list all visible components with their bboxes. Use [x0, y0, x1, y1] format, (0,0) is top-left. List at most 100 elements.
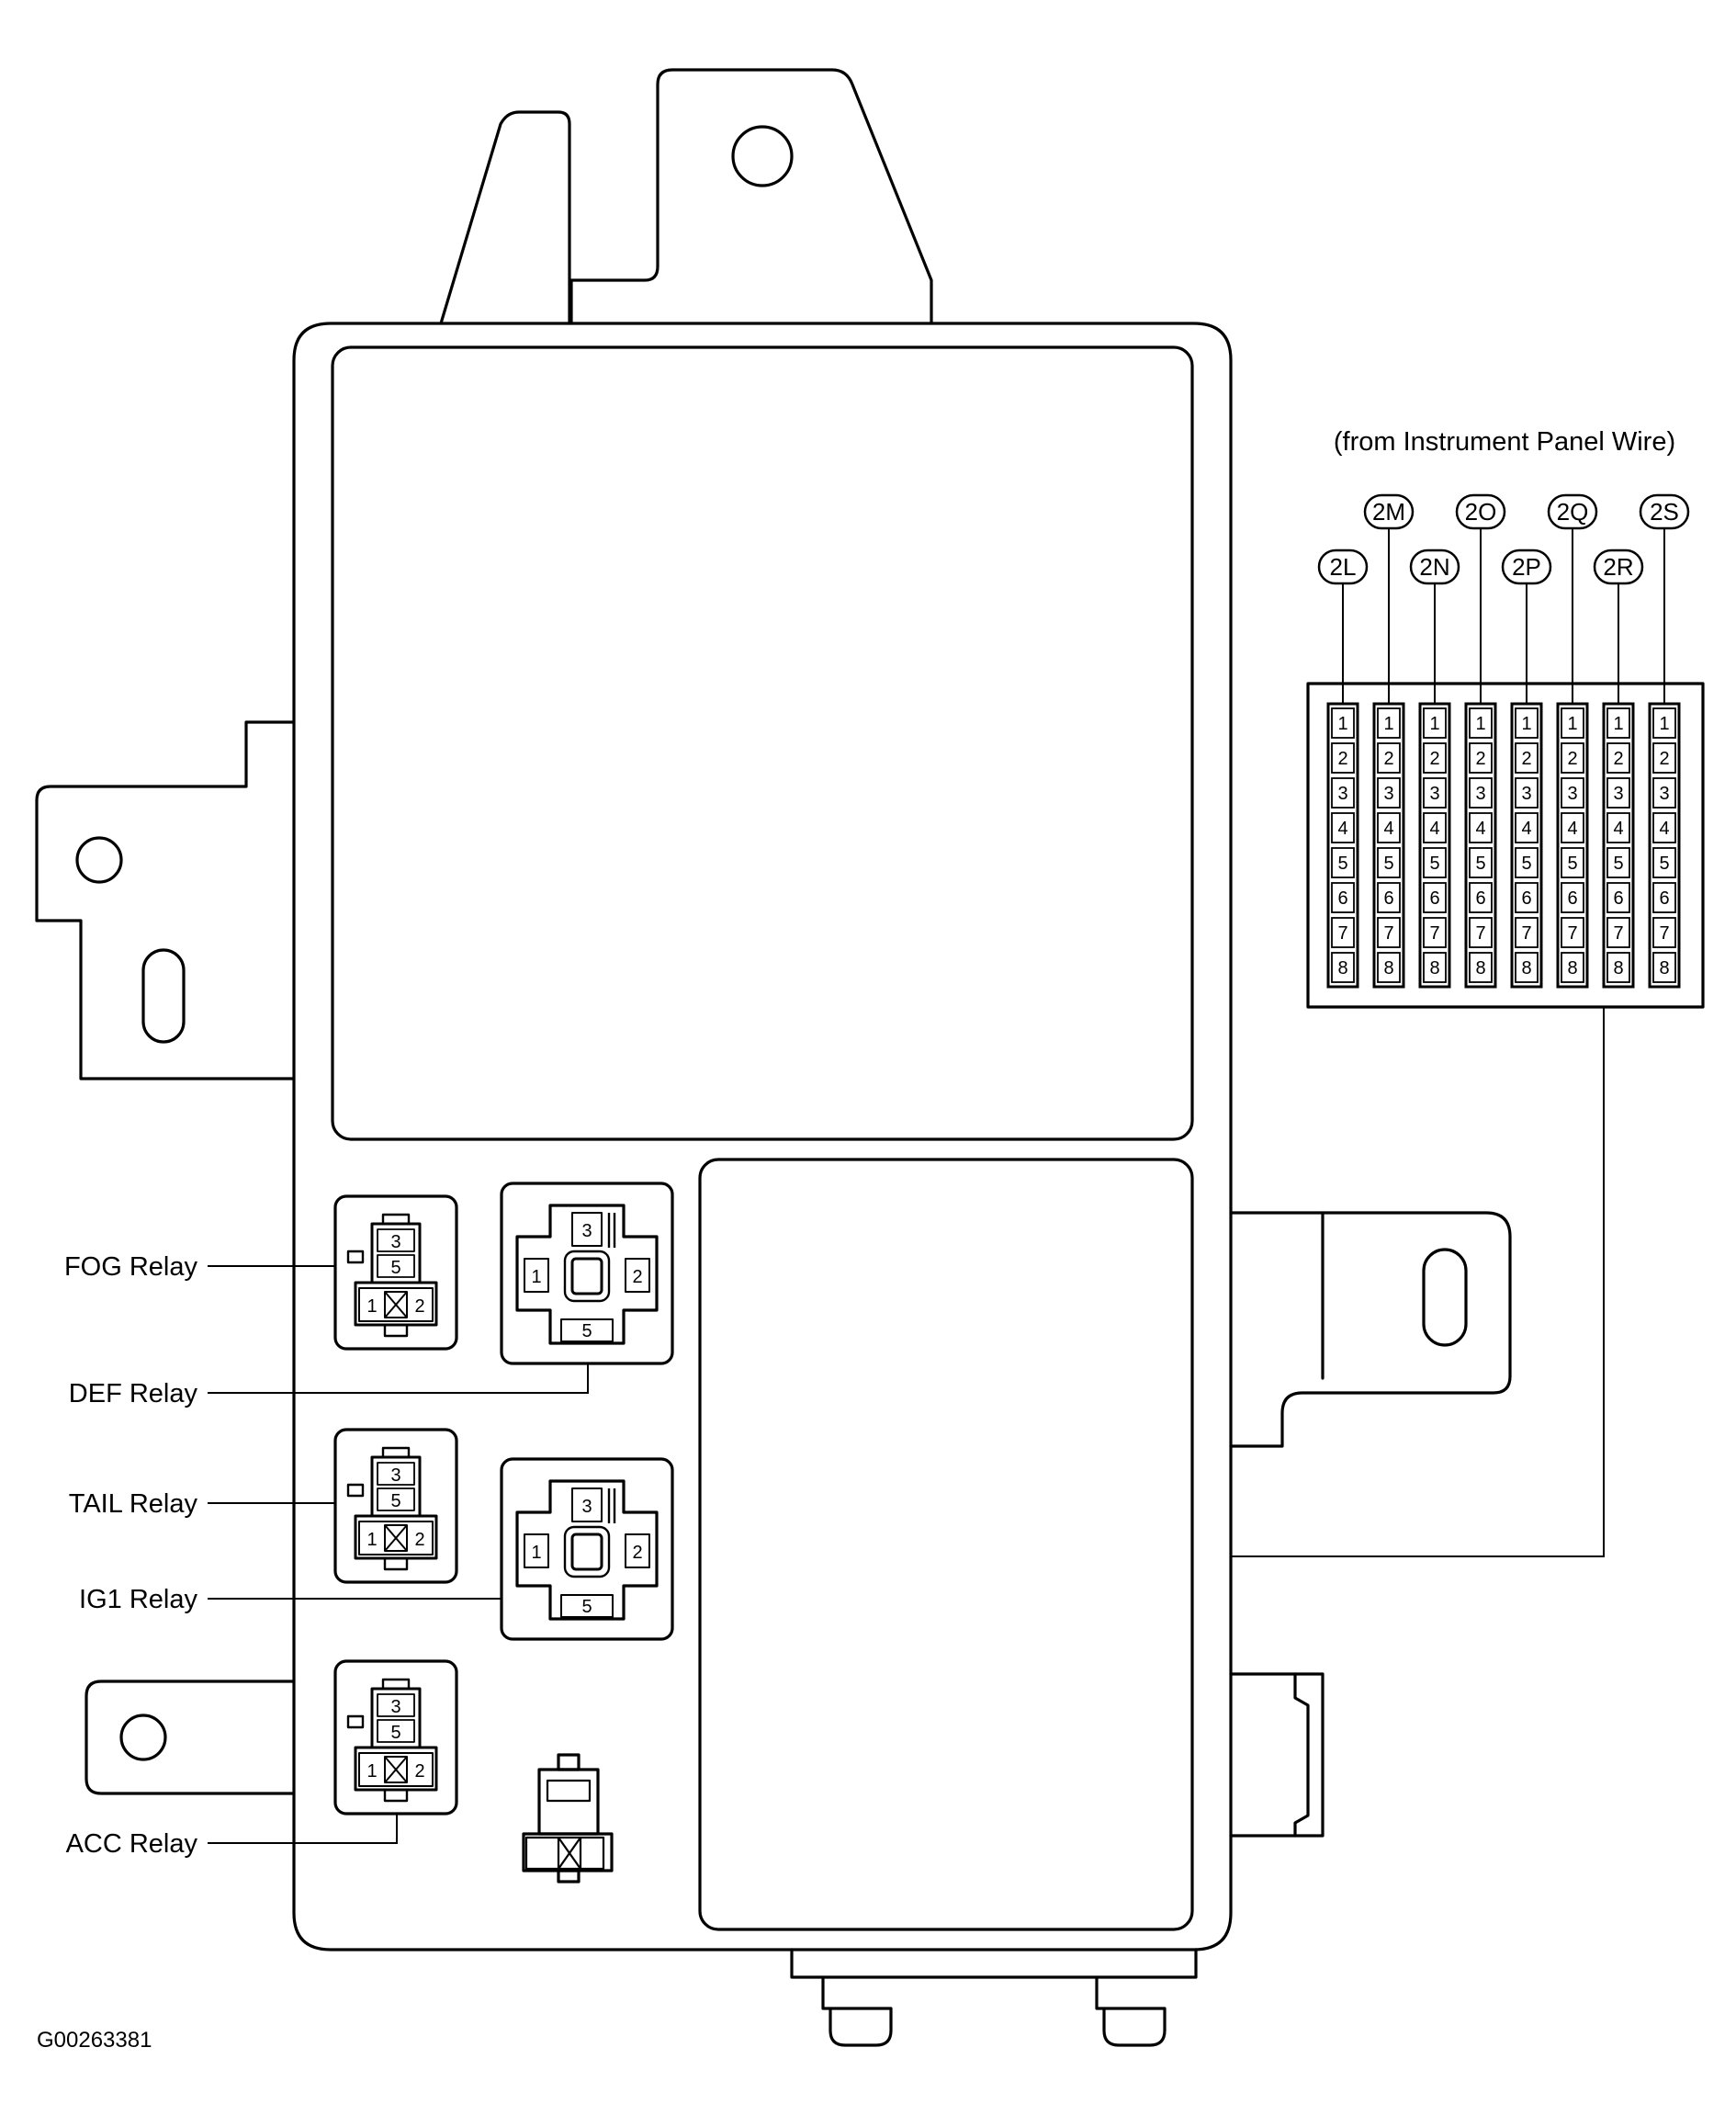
connector-pin-number: 1	[1429, 714, 1439, 734]
connector-pin-cell	[1423, 812, 1447, 843]
connector-pin-number: 4	[1659, 819, 1669, 839]
fog-relay-label: FOG Relay	[64, 1252, 198, 1282]
relay-pin-number: 5	[390, 1491, 400, 1511]
right-lower-clip	[1229, 1672, 1325, 1838]
connector-pin-cell	[1331, 952, 1355, 983]
connector-panel	[1306, 682, 1705, 1009]
connector-id-label: 2R	[1603, 553, 1633, 581]
connector-id-label: 2P	[1512, 553, 1541, 581]
connector-pin-number: 6	[1475, 888, 1485, 909]
connector-pin-number: 3	[1337, 784, 1347, 804]
connector-pin-cell	[1423, 777, 1447, 809]
connector-pin-cell	[1331, 917, 1355, 948]
relay-pin-number: 5	[581, 1321, 592, 1341]
connector-id-label: 2Q	[1557, 498, 1589, 526]
panel-to-block-leader	[1231, 1007, 1605, 1557]
relay-pin-number: 3	[390, 1232, 400, 1252]
connector-pin-cell	[1606, 882, 1630, 913]
connector-pin-cell	[1652, 812, 1676, 843]
connector-pin-cell	[1561, 917, 1584, 948]
connector-pin-number: 8	[1337, 958, 1347, 978]
connector-pin-number: 3	[1429, 784, 1439, 804]
connector-pin-number: 2	[1613, 749, 1623, 769]
relay-pin-number: 1	[531, 1267, 541, 1287]
relay-pin-number: 2	[632, 1543, 642, 1563]
relay-pin-number: 5	[390, 1258, 400, 1278]
connector-pin-number: 3	[1659, 784, 1669, 804]
connector-pin-cell	[1652, 742, 1676, 774]
connector-pin-cell	[1652, 952, 1676, 983]
connector-id-label: 2N	[1419, 553, 1449, 581]
connector-pin-number: 5	[1429, 854, 1439, 874]
connector-pin-number: 2	[1429, 749, 1439, 769]
relay-pin-number: 1	[366, 1761, 377, 1782]
connector-pin-cell	[1515, 742, 1539, 774]
connector-pin-number: 2	[1659, 749, 1669, 769]
connector-pin-number: 2	[1521, 749, 1531, 769]
connector-pin-cell	[1606, 707, 1630, 739]
connector-pin-cell	[1561, 882, 1584, 913]
connector-pin-cell	[1515, 777, 1539, 809]
tail-relay-label: TAIL Relay	[69, 1489, 198, 1519]
connector-column-frame	[1510, 702, 1543, 989]
top-left-mount-tab	[439, 110, 571, 325]
connector-pin-cell	[1561, 952, 1584, 983]
def-relay-label: DEF Relay	[69, 1379, 198, 1408]
connector-pin-number: 8	[1613, 958, 1623, 978]
connector-id-label: 2L	[1330, 553, 1357, 581]
unlabeled-relay-socket	[522, 1753, 614, 1883]
connector-pin-number: 5	[1659, 854, 1669, 874]
connector-pin-cell	[1606, 742, 1630, 774]
def-relay-leader-line	[208, 1363, 589, 1394]
connector-pin-number: 6	[1429, 888, 1439, 909]
connector-pin-number: 6	[1567, 888, 1577, 909]
connector-pin-number: 8	[1567, 958, 1577, 978]
lower-fuse-cover	[698, 1158, 1194, 1931]
connector-pin-cell	[1377, 707, 1401, 739]
connector-pin-cell	[1515, 847, 1539, 878]
connector-pin-number: 3	[1613, 784, 1623, 804]
header-note: (from Instrument Panel Wire)	[1334, 427, 1675, 457]
connector-pin-cell	[1331, 847, 1355, 878]
connector-pin-number: 6	[1613, 888, 1623, 909]
connector-column-frame	[1648, 702, 1681, 989]
relay-pin-number: 5	[581, 1597, 592, 1617]
relay-pin-number: 3	[581, 1497, 592, 1517]
connector-pin-number: 7	[1521, 923, 1531, 944]
acc-relay-leader-line	[208, 1814, 398, 1844]
left-lower-bracket-hole	[119, 1714, 167, 1761]
connector-pin-number: 8	[1475, 958, 1485, 978]
upper-fuse-cover	[331, 345, 1194, 1141]
connector-pin-number: 2	[1567, 749, 1577, 769]
connector-pin-cell	[1606, 777, 1630, 809]
connector-pin-number: 8	[1521, 958, 1531, 978]
connector-pin-cell	[1423, 882, 1447, 913]
connector-pin-cell	[1377, 812, 1401, 843]
connector-pin-number: 2	[1337, 749, 1347, 769]
connector-pin-number: 4	[1613, 819, 1623, 839]
right-middle-bracket	[1229, 1211, 1512, 1448]
connector-pin-number: 2	[1475, 749, 1485, 769]
connector-pin-number: 8	[1383, 958, 1393, 978]
connector-pin-cell	[1469, 707, 1493, 739]
top-right-mount-tab	[569, 68, 933, 325]
bottom-right-clip	[1095, 1975, 1167, 2047]
connector-pin-number: 6	[1659, 888, 1669, 909]
connector-pin-cell	[1377, 742, 1401, 774]
connector-pin-number: 1	[1383, 714, 1393, 734]
connector-pin-cell	[1423, 707, 1447, 739]
connector-pin-cell	[1423, 952, 1447, 983]
connector-pin-number: 7	[1613, 923, 1623, 944]
connector-pin-cell	[1469, 952, 1493, 983]
connector-pin-number: 2	[1383, 749, 1393, 769]
connector-pin-cell	[1469, 882, 1493, 913]
connector-pin-cell	[1561, 812, 1584, 843]
relay-pin-number: 3	[581, 1221, 592, 1241]
connector-pin-cell	[1606, 917, 1630, 948]
